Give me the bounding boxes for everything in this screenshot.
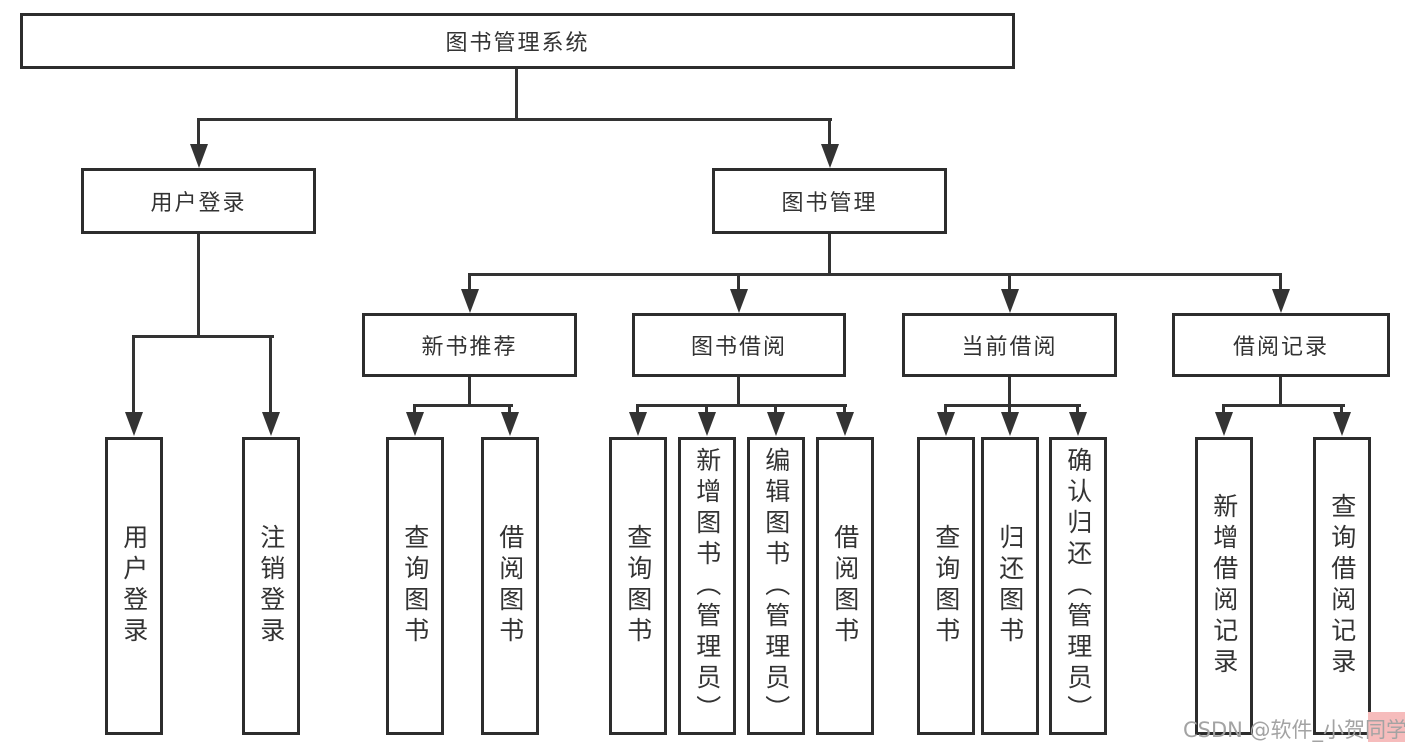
connector-stub-leaf-user-login bbox=[132, 335, 135, 415]
arrowhead-br-add bbox=[1215, 412, 1233, 436]
connector-stub-bb-add bbox=[705, 404, 708, 416]
node-label: 编辑图书（管理员） bbox=[761, 446, 791, 726]
leaf-nbr-borrow-books: 借阅图书 bbox=[481, 437, 539, 735]
connector-stub-bb-borrow bbox=[843, 404, 846, 416]
connector-stub-book-management bbox=[828, 118, 831, 146]
node-label: 确认归还（管理员） bbox=[1063, 446, 1093, 726]
connector-nbr-rail bbox=[413, 404, 513, 407]
node-label: 借阅图书 bbox=[830, 524, 860, 648]
connector-user-login-stub bbox=[197, 234, 200, 335]
leaf-cb-return-books: 归还图书 bbox=[981, 437, 1039, 735]
connector-stub-leaf-logout bbox=[269, 335, 272, 415]
leaf-br-add-record: 新增借阅记录 bbox=[1195, 437, 1253, 735]
arrowhead-borrow-records bbox=[1272, 289, 1290, 313]
node-label: 借阅记录 bbox=[1232, 335, 1329, 360]
arrowhead-cb-return bbox=[1001, 412, 1019, 436]
arrowhead-new-book-recommend bbox=[461, 289, 479, 313]
leaf-br-query-record: 查询借阅记录 bbox=[1313, 437, 1371, 735]
connector-cb-stub bbox=[1008, 377, 1011, 404]
arrowhead-user-login bbox=[190, 144, 208, 168]
node-label: 新增借阅记录 bbox=[1209, 493, 1239, 679]
node-label: 查询图书 bbox=[623, 524, 653, 648]
connector-stub-user-login bbox=[197, 118, 200, 146]
connector-stub-br-query bbox=[1340, 404, 1343, 416]
node-label: 借阅图书 bbox=[495, 524, 525, 648]
node-label: 图书管理 bbox=[781, 191, 878, 216]
connector-level1-rail bbox=[198, 118, 832, 121]
leaf-bb-edit-books-admin: 编辑图书（管理员） bbox=[747, 437, 805, 735]
connector-stub-nbr-borrow bbox=[508, 404, 511, 416]
connector-stub-nbr-query bbox=[413, 404, 416, 416]
arrowhead-nbr-borrow bbox=[501, 412, 519, 436]
connector-stub-cb-query bbox=[944, 404, 947, 416]
leaf-user-login: 用户登录 bbox=[105, 437, 163, 735]
node-borrow-records: 借阅记录 bbox=[1172, 313, 1390, 377]
connector-stub-new-book-recommend bbox=[468, 273, 471, 291]
connector-cb-rail bbox=[944, 404, 1081, 407]
connector-br-rail bbox=[1222, 404, 1345, 407]
connector-stub-borrow-records bbox=[1279, 273, 1282, 291]
watermark-text: CSDN @软件_小贺同学 bbox=[1183, 718, 1405, 742]
arrowhead-book-borrow bbox=[730, 289, 748, 313]
leaf-cb-query-books: 查询图书 bbox=[917, 437, 975, 735]
arrowhead-br-query bbox=[1333, 412, 1351, 436]
node-book-management: 图书管理 bbox=[712, 168, 947, 234]
node-label: 图书管理系统 bbox=[445, 31, 590, 56]
node-book-borrow: 图书借阅 bbox=[632, 313, 846, 377]
leaf-logout: 注销登录 bbox=[242, 437, 300, 735]
node-label: 图书借阅 bbox=[690, 335, 787, 360]
connector-user-login-rail bbox=[132, 335, 274, 338]
connector-bb-stub bbox=[737, 377, 740, 404]
node-new-book-recommend: 新书推荐 bbox=[362, 313, 577, 377]
leaf-bb-add-books-admin: 新增图书（管理员） bbox=[678, 437, 736, 735]
node-label: 用户登录 bbox=[119, 524, 149, 648]
node-user-login: 用户登录 bbox=[81, 168, 316, 234]
node-library-management-system: 图书管理系统 bbox=[20, 13, 1015, 69]
arrowhead-leaf-user-login bbox=[125, 412, 143, 436]
leaf-cb-confirm-return-admin: 确认归还（管理员） bbox=[1049, 437, 1107, 735]
connector-level2-rail bbox=[468, 273, 1282, 276]
connector-nbr-stub bbox=[468, 377, 471, 404]
node-label: 查询借阅记录 bbox=[1327, 493, 1357, 679]
watermark-accent-block bbox=[1368, 712, 1405, 742]
connector-root-stub bbox=[515, 69, 518, 118]
node-label: 查询图书 bbox=[400, 524, 430, 648]
connector-stub-cb-confirm bbox=[1076, 404, 1079, 416]
connector-stub-br-add bbox=[1222, 404, 1225, 416]
connector-stub-cb-return bbox=[1008, 404, 1011, 416]
node-label: 新书推荐 bbox=[421, 335, 518, 360]
node-label: 查询图书 bbox=[931, 524, 961, 648]
arrowhead-nbr-query bbox=[406, 412, 424, 436]
connector-stub-current-borrow bbox=[1008, 273, 1011, 291]
arrowhead-bb-edit bbox=[767, 412, 785, 436]
node-label: 注销登录 bbox=[256, 524, 286, 648]
node-current-borrow: 当前借阅 bbox=[902, 313, 1117, 377]
leaf-bb-borrow-books: 借阅图书 bbox=[816, 437, 874, 735]
connector-book-management-stub bbox=[828, 234, 831, 273]
arrowhead-bb-query bbox=[629, 412, 647, 436]
arrowhead-leaf-logout bbox=[262, 412, 280, 436]
connector-stub-book-borrow bbox=[737, 273, 740, 291]
node-label: 用户登录 bbox=[150, 191, 247, 216]
arrowhead-bb-borrow bbox=[836, 412, 854, 436]
connector-stub-bb-query bbox=[636, 404, 639, 416]
connector-stub-bb-edit bbox=[774, 404, 777, 416]
arrowhead-cb-confirm bbox=[1069, 412, 1087, 436]
arrowhead-cb-query bbox=[937, 412, 955, 436]
leaf-nbr-query-books: 查询图书 bbox=[386, 437, 444, 735]
connector-br-stub bbox=[1279, 377, 1282, 404]
arrowhead-current-borrow bbox=[1001, 289, 1019, 313]
arrowhead-book-management bbox=[821, 144, 839, 168]
arrowhead-bb-add bbox=[698, 412, 716, 436]
node-label: 当前借阅 bbox=[961, 335, 1058, 360]
node-label: 归还图书 bbox=[995, 524, 1025, 648]
leaf-bb-query-books: 查询图书 bbox=[609, 437, 667, 735]
connector-bb-rail bbox=[636, 404, 847, 407]
node-label: 新增图书（管理员） bbox=[692, 446, 722, 726]
